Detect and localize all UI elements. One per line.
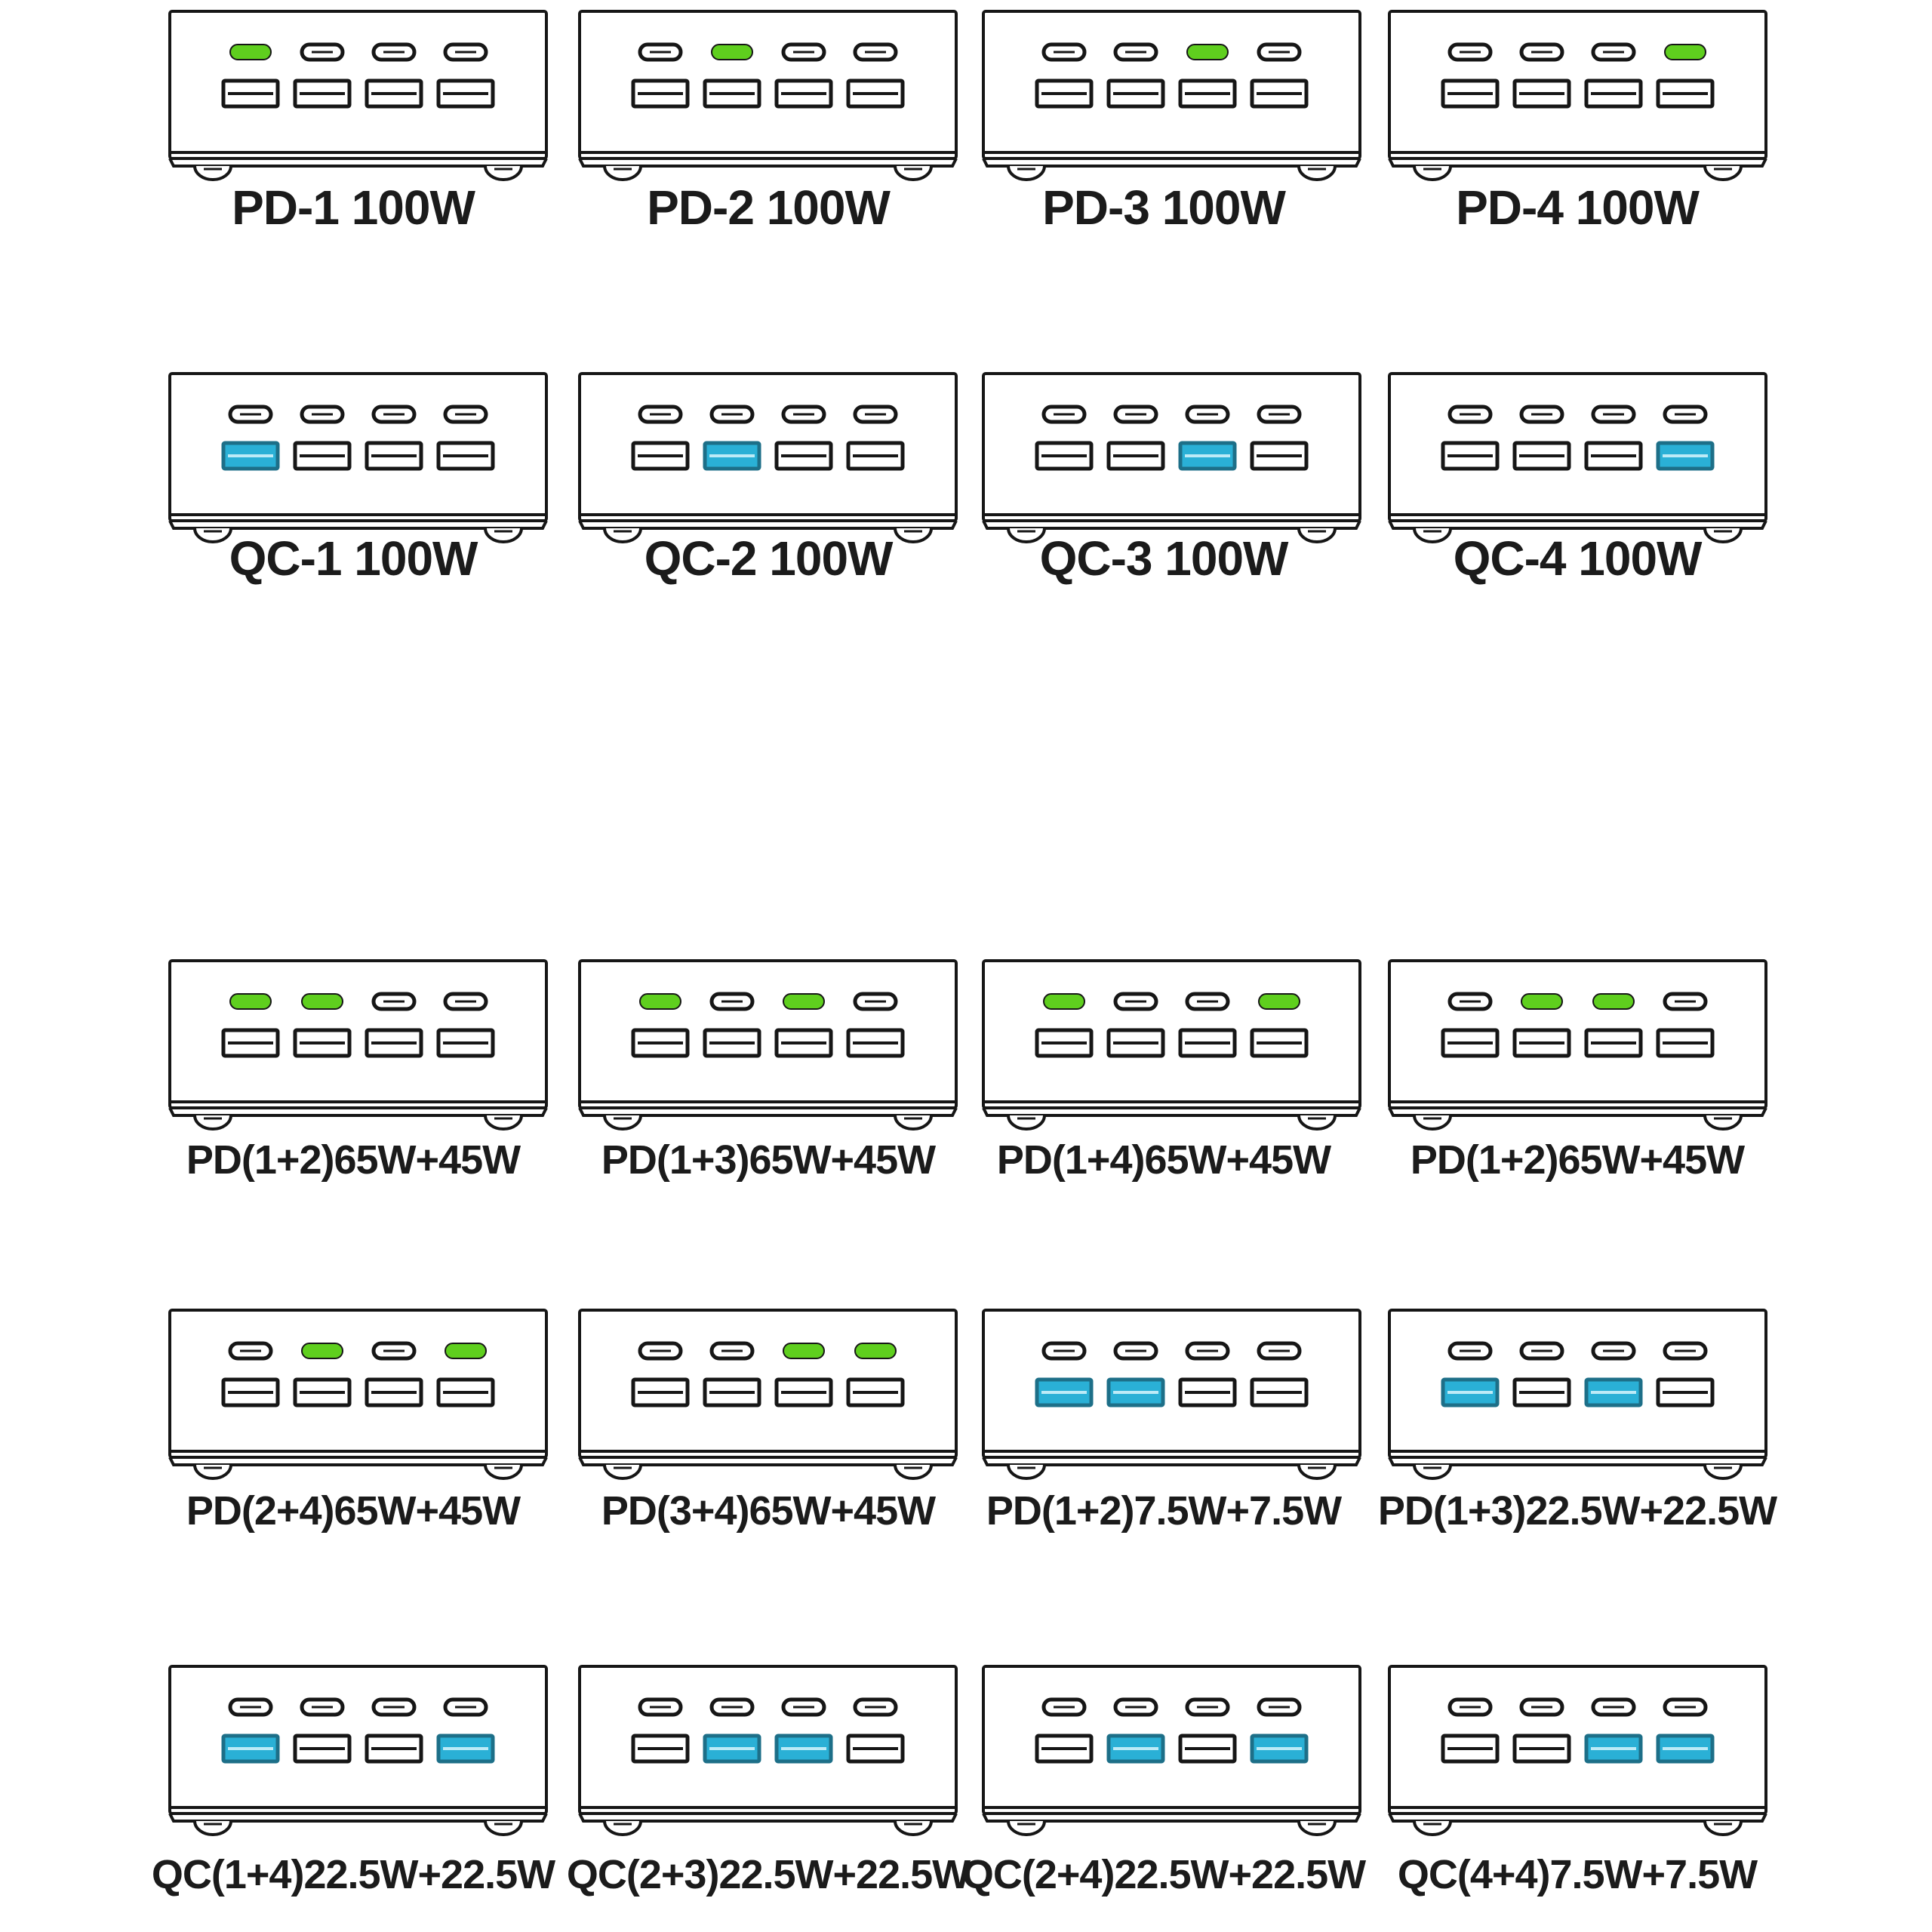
housing-base xyxy=(1388,520,1767,530)
charger-device xyxy=(168,1665,548,1836)
charger-illustration xyxy=(1387,1308,1768,1481)
charger-device xyxy=(578,1665,958,1836)
mode-label: QC-3 100W xyxy=(1039,531,1289,586)
housing-base xyxy=(578,520,958,530)
usb-c-port-2[interactable] xyxy=(301,1343,343,1359)
usb-c-port-1[interactable] xyxy=(639,993,681,1010)
usb-c-port-3[interactable] xyxy=(1592,993,1635,1010)
housing-base xyxy=(982,520,1361,530)
usb-c-port-4[interactable] xyxy=(854,1343,897,1359)
charger-illustration xyxy=(1387,371,1768,545)
usb-c-port-2[interactable] xyxy=(711,44,753,60)
charger-illustration xyxy=(168,958,549,1132)
housing-base xyxy=(1388,1457,1767,1466)
usb-c-port-1[interactable] xyxy=(229,993,272,1010)
mode-label: PD-4 100W xyxy=(1456,180,1700,235)
usb-c-port-4[interactable] xyxy=(1258,993,1300,1010)
charger-illustration xyxy=(168,1308,549,1481)
housing-base xyxy=(168,520,548,530)
charger-device xyxy=(1388,1665,1767,1836)
charger-illustration xyxy=(168,9,549,183)
mode-label: PD-2 100W xyxy=(647,180,891,235)
mode-label: PD(1+2)65W+45W xyxy=(1410,1137,1745,1183)
mode-label: PD(1+3)22.5W+22.5W xyxy=(1377,1487,1777,1534)
housing-base xyxy=(1388,158,1767,168)
usb-c-port-4[interactable] xyxy=(445,1343,487,1359)
charger-illustration xyxy=(1387,9,1768,183)
housing-base xyxy=(578,1457,958,1466)
housing-base xyxy=(982,158,1361,168)
housing-base xyxy=(168,1457,548,1466)
charger-device xyxy=(578,1309,958,1480)
usb-c-port-4[interactable] xyxy=(1664,44,1706,60)
mode-label: PD(1+3)65W+45W xyxy=(601,1137,936,1183)
charger-illustration xyxy=(981,371,1362,545)
housing-base xyxy=(1388,1813,1767,1823)
charger-illustration xyxy=(577,371,958,545)
charger-illustration xyxy=(981,1308,1362,1481)
mode-label: QC-4 100W xyxy=(1453,531,1703,586)
charger-illustration xyxy=(981,958,1362,1132)
charger-device xyxy=(578,959,958,1131)
charger-device xyxy=(982,1665,1361,1836)
usb-c-port-2[interactable] xyxy=(1521,993,1563,1010)
usb-c-port-3[interactable] xyxy=(1186,44,1229,60)
charger-illustration xyxy=(168,371,549,545)
mode-label: PD-3 100W xyxy=(1042,180,1286,235)
housing-base xyxy=(168,1107,548,1117)
charger-illustration xyxy=(577,1664,958,1838)
charger-illustration xyxy=(577,9,958,183)
charger-device xyxy=(982,959,1361,1131)
mode-label: QC(2+4)22.5W+22.5W xyxy=(961,1851,1366,1897)
mode-label: QC(1+4)22.5W+22.5W xyxy=(151,1851,555,1897)
charger-device xyxy=(1388,10,1767,181)
housing-base xyxy=(578,1107,958,1117)
usb-c-port-1[interactable] xyxy=(229,44,272,60)
mode-label: QC-1 100W xyxy=(229,531,478,586)
charger-device xyxy=(982,1309,1361,1480)
mode-label: PD-1 100W xyxy=(232,180,475,235)
mode-label: PD(3+4)65W+45W xyxy=(601,1487,936,1534)
charger-device xyxy=(1388,372,1767,543)
charger-illustration xyxy=(1387,958,1768,1132)
housing-base xyxy=(982,1813,1361,1823)
mode-label: QC-2 100W xyxy=(644,531,894,586)
housing-base xyxy=(982,1457,1361,1466)
charger-device xyxy=(1388,959,1767,1131)
housing-base xyxy=(1388,1107,1767,1117)
usb-c-port-1[interactable] xyxy=(1043,993,1085,1010)
charger-illustration xyxy=(981,9,1362,183)
charger-device xyxy=(578,372,958,543)
charger-device xyxy=(168,1309,548,1480)
mode-label: QC(2+3)22.5W+22.5W xyxy=(566,1851,971,1897)
charger-illustration xyxy=(577,1308,958,1481)
charger-device xyxy=(578,10,958,181)
charger-device xyxy=(982,10,1361,181)
charger-illustration xyxy=(577,958,958,1132)
usb-c-port-3[interactable] xyxy=(783,1343,825,1359)
housing-base xyxy=(982,1107,1361,1117)
mode-label: QC(4+4)7.5W+7.5W xyxy=(1397,1851,1758,1897)
usb-c-port-2[interactable] xyxy=(301,993,343,1010)
charger-illustration xyxy=(1387,1664,1768,1838)
charger-device xyxy=(168,372,548,543)
mode-label: PD(2+4)65W+45W xyxy=(186,1487,521,1534)
housing-base xyxy=(578,1813,958,1823)
mode-label: PD(1+2)7.5W+7.5W xyxy=(986,1487,1342,1534)
charger-illustration xyxy=(168,1664,549,1838)
charger-device xyxy=(168,10,548,181)
charger-illustration xyxy=(981,1664,1362,1838)
charger-device xyxy=(982,372,1361,543)
mode-label: PD(1+2)65W+45W xyxy=(186,1137,521,1183)
charger-device xyxy=(1388,1309,1767,1480)
mode-label: PD(1+4)65W+45W xyxy=(996,1137,1331,1183)
usb-c-port-3[interactable] xyxy=(783,993,825,1010)
charger-device xyxy=(168,959,548,1131)
housing-base xyxy=(168,158,548,168)
housing-base xyxy=(168,1813,548,1823)
housing-base xyxy=(578,158,958,168)
